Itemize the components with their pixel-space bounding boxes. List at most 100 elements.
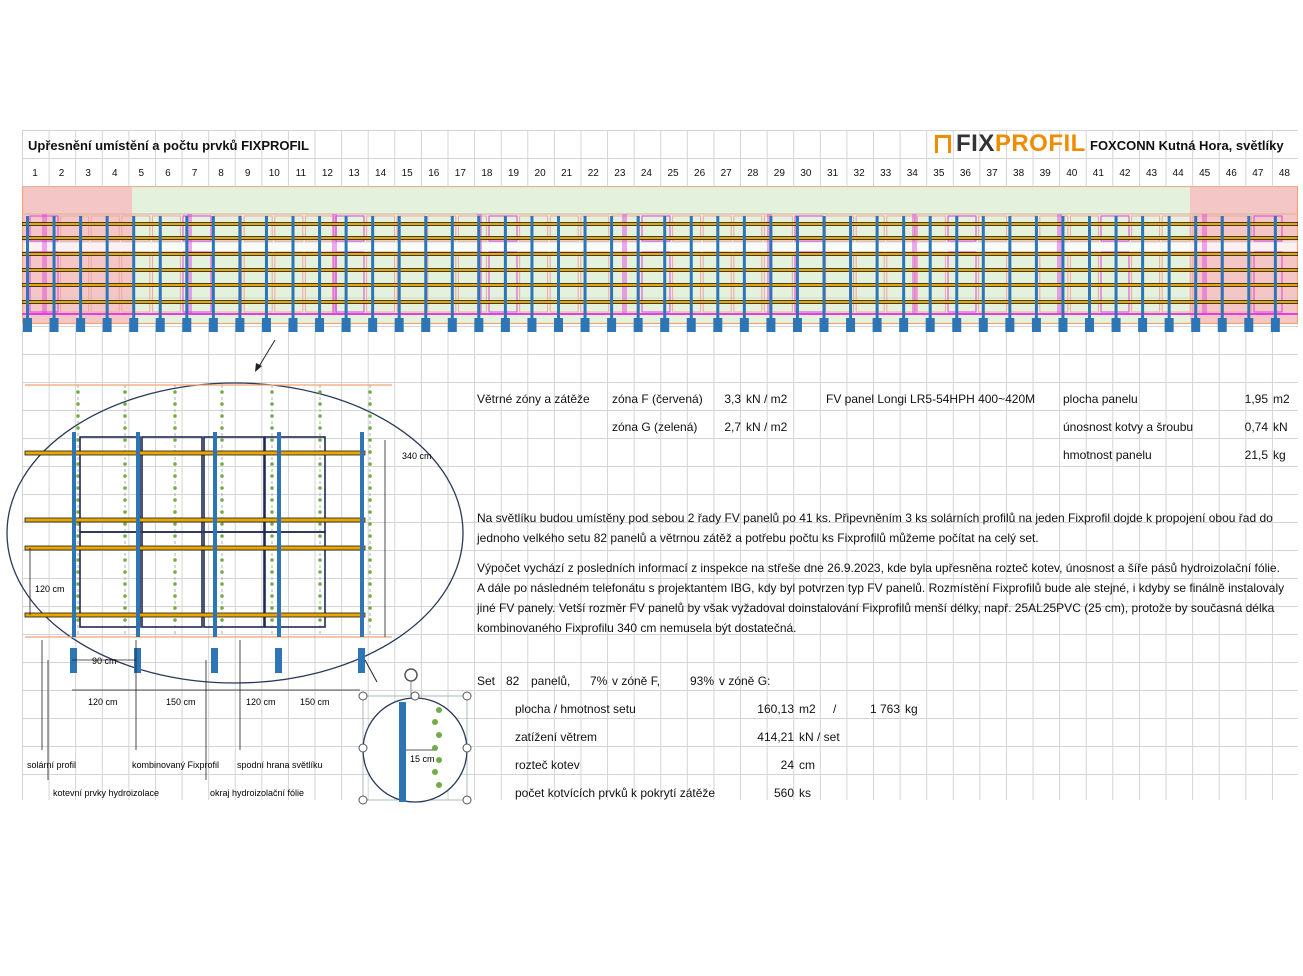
anchor-dot bbox=[220, 438, 224, 442]
pv-panel bbox=[243, 251, 273, 313]
anchor-dot bbox=[318, 570, 322, 574]
anchor-dot bbox=[220, 582, 224, 586]
anchor-dot bbox=[270, 594, 274, 598]
fixprofil-vertical bbox=[928, 216, 932, 318]
fixprofil-foot bbox=[1085, 318, 1094, 332]
fixprofil-vertical bbox=[132, 216, 136, 318]
column-label: 13 bbox=[348, 168, 360, 179]
set-area-unit: m2 bbox=[799, 702, 816, 716]
anchor-dot bbox=[220, 390, 224, 394]
column-label: 17 bbox=[454, 168, 466, 179]
anchor-dot bbox=[318, 486, 322, 490]
column-label: 29 bbox=[773, 168, 785, 179]
anchor-dot bbox=[270, 402, 274, 406]
fixprofil-vertical bbox=[371, 216, 375, 318]
fixprofil-foot bbox=[1031, 318, 1041, 332]
panel-seam bbox=[912, 214, 917, 314]
anchor-dot bbox=[123, 510, 127, 514]
anchor-dot bbox=[173, 534, 177, 538]
selection-handles[interactable] bbox=[358, 691, 472, 805]
fixprofil-foot bbox=[288, 318, 298, 332]
wind-load-unit: kN / set bbox=[799, 730, 840, 744]
pv-panel bbox=[1069, 215, 1099, 242]
logo-text-fix: FIX bbox=[956, 130, 995, 157]
pv-panel bbox=[90, 215, 120, 242]
anchor-dot bbox=[220, 498, 224, 502]
fixprofil-foot bbox=[1217, 318, 1227, 332]
pv-panel bbox=[1039, 215, 1069, 242]
fixprofil-vertical bbox=[557, 216, 560, 318]
fixprofil-foot bbox=[155, 318, 165, 332]
anchor-dot bbox=[318, 498, 322, 502]
anchor-dot bbox=[318, 558, 322, 562]
set-f-pct: 7% bbox=[590, 674, 608, 688]
zone-f-value: 3,3 bbox=[724, 392, 741, 406]
fixprofil-foot bbox=[235, 318, 245, 332]
anchor-dot bbox=[220, 522, 224, 526]
column-label: 45 bbox=[1199, 168, 1211, 179]
anchor-dot bbox=[270, 390, 274, 394]
anchor-dot bbox=[173, 522, 177, 526]
anchor-dot bbox=[270, 498, 274, 502]
fixprofil-foot bbox=[766, 318, 776, 332]
fixprofil-vertical bbox=[26, 216, 29, 318]
anchor-dot bbox=[76, 594, 80, 598]
anchor-dot bbox=[270, 438, 274, 442]
column-label: 20 bbox=[534, 168, 546, 179]
pv-panel bbox=[60, 215, 90, 242]
column-label: 14 bbox=[375, 168, 387, 179]
column-label: 36 bbox=[959, 168, 971, 179]
anchor-dot bbox=[318, 522, 322, 526]
anchor-pitch-unit: cm bbox=[799, 758, 815, 772]
panel-weight-value: 21,5 bbox=[1244, 448, 1268, 462]
dimension-90: 90 cm bbox=[92, 656, 117, 666]
anchor-dot bbox=[173, 618, 177, 622]
anchor-dot bbox=[76, 462, 80, 466]
fixprofil-foot bbox=[102, 318, 112, 332]
zone-f-unit: kN / m2 bbox=[746, 392, 788, 406]
rotate-handle-icon[interactable] bbox=[404, 668, 418, 682]
fixprofil-anchor bbox=[70, 648, 77, 673]
column-label: 24 bbox=[640, 168, 652, 179]
fixprofil-vertical bbox=[238, 216, 242, 318]
fixprofil-foot bbox=[421, 318, 431, 332]
pv-panel-detail bbox=[203, 531, 265, 628]
anchor-dot bbox=[368, 474, 372, 478]
anchor-dot bbox=[123, 474, 127, 478]
pv-panel bbox=[182, 215, 212, 242]
anchor-dot bbox=[368, 546, 372, 550]
fixprofil-foot bbox=[474, 318, 484, 332]
fixprofil-vertical bbox=[1141, 216, 1145, 318]
fixprofil-vertical bbox=[689, 216, 693, 318]
anchor-dot bbox=[368, 582, 372, 586]
anchor-dot bbox=[173, 486, 177, 490]
anchor-dot bbox=[318, 474, 322, 478]
pv-panel bbox=[733, 251, 763, 313]
anchor-dot bbox=[123, 618, 127, 622]
pv-panel bbox=[580, 251, 610, 313]
fixprofil-vertical bbox=[450, 216, 454, 318]
column-label: 33 bbox=[880, 168, 892, 179]
anchor-dot bbox=[123, 426, 127, 430]
anchor-dot bbox=[220, 570, 224, 574]
set-area-weight-label: plocha / hmotnost setu bbox=[515, 702, 636, 716]
dimension-120-vertical: 120 cm bbox=[35, 584, 65, 594]
label-foil-edge: okraj hydroizolační fólie bbox=[210, 788, 304, 798]
column-label: 43 bbox=[1145, 168, 1158, 179]
anchor-dot bbox=[173, 462, 177, 466]
pv-panel bbox=[1039, 251, 1069, 313]
paragraph-panels: Na světlíku budou umístěny pod sebou 2 ř… bbox=[477, 511, 1273, 545]
column-label: 27 bbox=[720, 168, 732, 179]
anchor-dot bbox=[220, 594, 224, 598]
anchor-dot bbox=[123, 594, 127, 598]
column-label: 40 bbox=[1066, 168, 1078, 179]
fixprofil-bar bbox=[213, 432, 217, 637]
anchor-dot bbox=[123, 438, 127, 442]
anchor-dot bbox=[318, 426, 322, 430]
anchor-dot bbox=[270, 606, 274, 610]
fixprofil-vertical bbox=[530, 216, 534, 318]
fixprofil-vertical bbox=[716, 216, 720, 318]
fixprofil-bar-zoom bbox=[399, 702, 406, 802]
